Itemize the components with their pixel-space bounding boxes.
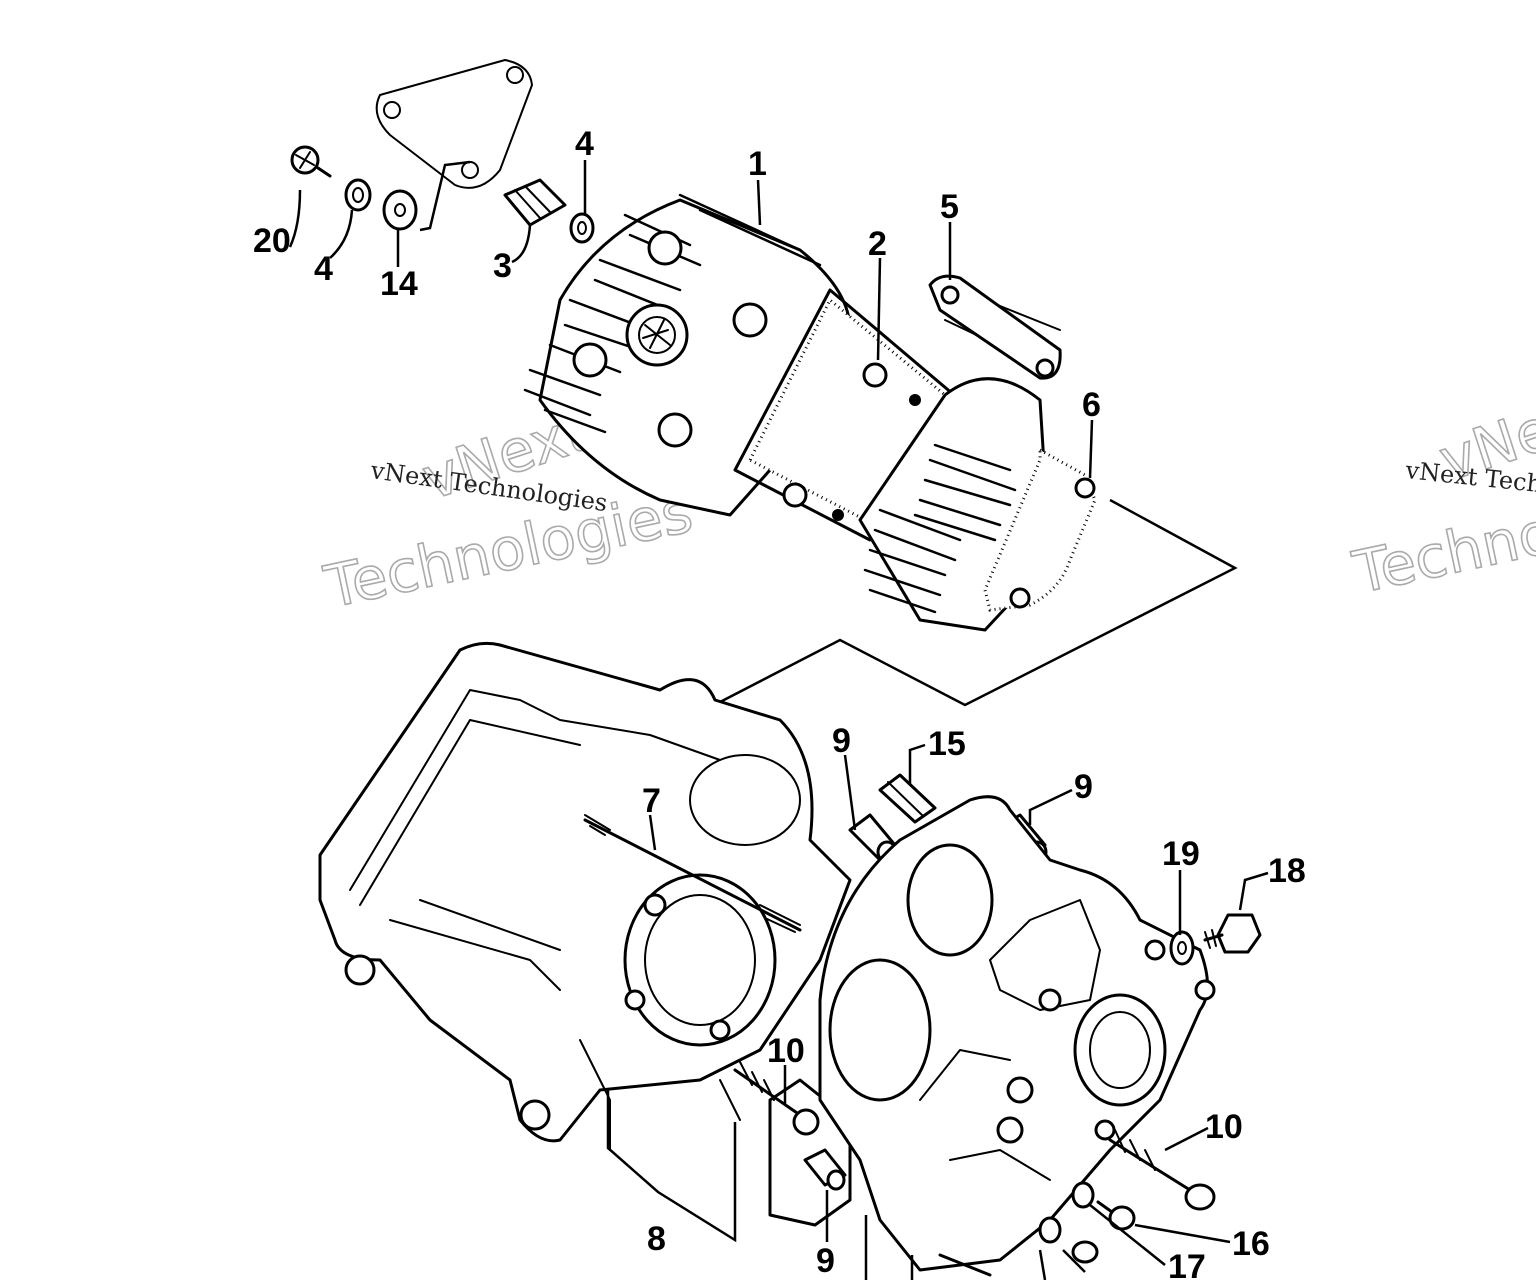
bolt-part-18 <box>1203 913 1262 954</box>
callout-9-lower: 9 <box>816 1242 835 1280</box>
callout-6: 6 <box>1082 386 1101 424</box>
bolt-part-10-left <box>733 1061 820 1136</box>
callout-2: 2 <box>868 225 887 263</box>
callout-4-right: 4 <box>575 125 594 163</box>
bracket-hole <box>506 66 524 84</box>
callout-19: 19 <box>1162 835 1200 873</box>
spacer-part-3 <box>503 178 567 227</box>
gasket-hole <box>782 482 808 508</box>
cover-part-5 <box>928 274 1062 380</box>
leader-line <box>419 160 471 232</box>
washer-part-17 <box>1038 1181 1095 1244</box>
callout-5: 5 <box>940 188 959 226</box>
callout-4-left: 4 <box>314 250 333 288</box>
dowel-pin-part-9-lower <box>803 1148 847 1191</box>
leader-lines <box>288 160 1269 1280</box>
callout-10-right: 10 <box>1205 1108 1243 1146</box>
callout-20: 20 <box>253 222 291 260</box>
callout-7: 7 <box>642 782 661 820</box>
callout-1: 1 <box>748 145 767 183</box>
callout-3: 3 <box>493 247 512 285</box>
callout-9-upper: 9 <box>832 722 851 760</box>
callout-numbers: 20 4 14 3 4 1 2 5 6 7 8 9 9 9 15 19 18 1… <box>253 125 1306 1280</box>
washer-part-19 <box>1169 930 1195 966</box>
gasket-dot <box>909 394 921 406</box>
washer-part-4-right <box>569 212 595 244</box>
screw-part-20 <box>290 145 332 178</box>
screw-head-lower <box>1071 1240 1099 1264</box>
gasket-dot <box>832 509 844 521</box>
pin-part-15 <box>878 773 937 824</box>
crankcase-left-half <box>318 641 852 1151</box>
washer-part-4-left <box>344 178 372 212</box>
callout-16: 16 <box>1232 1225 1270 1263</box>
callout-10-left: 10 <box>767 1032 805 1070</box>
bolt-part-10-right <box>1108 1129 1216 1211</box>
gasket-part-6 <box>983 447 1097 612</box>
callout-9-right: 9 <box>1074 768 1093 806</box>
callout-15: 15 <box>928 725 966 763</box>
mounting-bracket <box>375 59 533 189</box>
gasket-hole <box>862 362 888 388</box>
callout-14: 14 <box>380 265 418 303</box>
stud-lower <box>938 1253 992 1277</box>
bracket-hole <box>383 101 401 119</box>
callout-17: 17 <box>1168 1248 1206 1280</box>
crankcase-right-half <box>818 795 1216 1272</box>
bracket-hole <box>461 161 479 179</box>
stud-part-7 <box>583 814 802 933</box>
callout-8: 8 <box>647 1220 666 1258</box>
watermark-right: vNext Technologies vNext Technologies <box>1346 377 1536 608</box>
washer-part-14 <box>382 189 418 231</box>
callout-18: 18 <box>1268 852 1306 890</box>
